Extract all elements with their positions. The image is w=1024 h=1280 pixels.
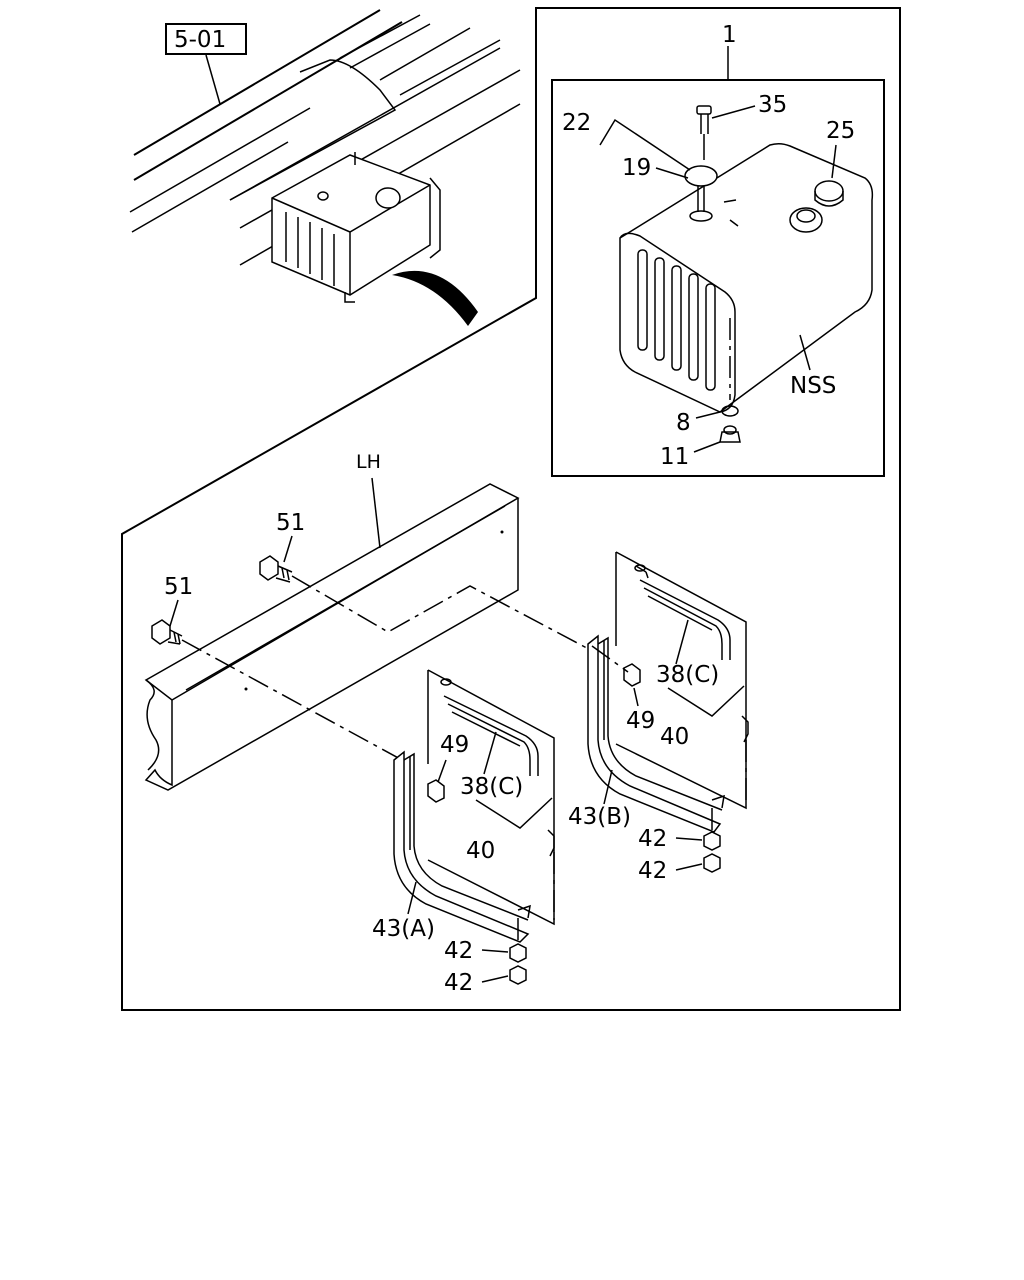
label-nss[interactable]: NSS	[790, 373, 836, 399]
label-bracket-group[interactable]: 22	[562, 110, 591, 136]
label-band-43a[interactable]: 43(A)	[372, 916, 435, 942]
inset-panel	[551, 79, 885, 477]
label-side[interactable]: LH	[356, 451, 381, 473]
label-washer[interactable]: 8	[676, 410, 691, 436]
lower-labels: 38(C) 40 49 43(B) 42 42 38(C) 40 49 43(A…	[372, 619, 745, 996]
zoom-arrow	[392, 270, 478, 326]
label-cap[interactable]: 25	[826, 118, 855, 144]
frame-rail	[144, 483, 520, 791]
label-bolt-top[interactable]: 35	[758, 92, 787, 118]
ref-box-label: 5-01	[174, 27, 226, 53]
band-set-a	[393, 669, 555, 985]
overview-illustration: 5-01	[129, 9, 521, 326]
label-nut-42-4[interactable]: 42	[444, 970, 473, 996]
label-bolt-left-2[interactable]: 51	[164, 574, 193, 600]
label-bolt-left-1[interactable]: 51	[276, 510, 305, 536]
label-gauge[interactable]: 19	[622, 155, 651, 181]
label-band-c-a[interactable]: 38(C)	[460, 774, 523, 800]
label-nut-42-1[interactable]: 42	[638, 826, 667, 852]
bolt-51-lower	[151, 619, 183, 645]
overview-tank-fins	[285, 212, 335, 286]
band-set-b	[587, 551, 749, 873]
label-nut-42-2[interactable]: 42	[638, 858, 667, 884]
label-nut-42-3[interactable]: 42	[444, 938, 473, 964]
label-nut-49-b[interactable]: 49	[626, 708, 655, 734]
bolt-51-upper	[259, 555, 293, 583]
label-pad-a[interactable]: 40	[466, 838, 495, 864]
label-assembly[interactable]: 1	[722, 22, 737, 48]
label-band-c-b[interactable]: 38(C)	[656, 662, 719, 688]
label-drain-plug[interactable]: 11	[660, 444, 689, 470]
label-band-43b[interactable]: 43(B)	[568, 804, 631, 830]
inset-labels: 35 22 19 25 NSS 8 11	[562, 92, 855, 470]
main-panel-outline	[121, 7, 901, 1011]
ref-box[interactable]	[165, 23, 247, 55]
tank-fins	[637, 249, 716, 391]
fuel-tank-detail	[619, 105, 874, 443]
label-pad-b[interactable]: 40	[660, 724, 689, 750]
label-nut-49-a[interactable]: 49	[440, 732, 469, 758]
